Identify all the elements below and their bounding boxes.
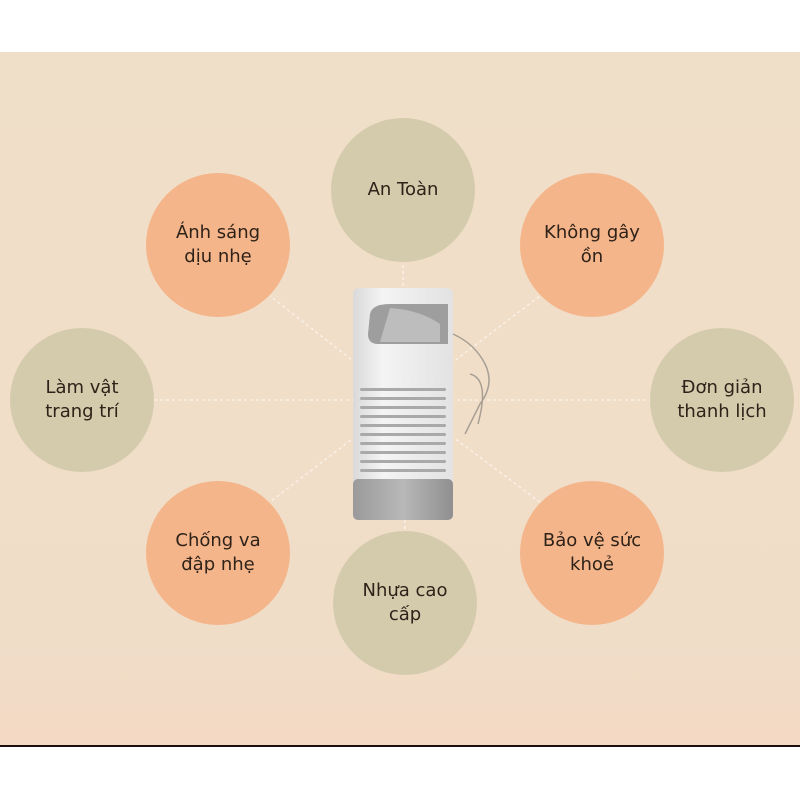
- feature-label: Làm vật: [45, 377, 119, 398]
- feature-lam-vat-trang-tri: Làm vật trang trí: [10, 328, 154, 472]
- feature-label: Đơn giản: [681, 377, 763, 398]
- feature-label: thanh lịch: [677, 401, 767, 422]
- feature-don-gian: Đơn giản thanh lịch: [650, 328, 794, 472]
- connector-line: [269, 399, 404, 503]
- feature-label: cấp: [388, 604, 422, 625]
- product-image: [353, 288, 490, 520]
- connector-line: [402, 295, 541, 401]
- connector-line: [269, 295, 404, 401]
- feature-an-toan: An Toàn: [331, 118, 475, 262]
- feature-nhua-cao-cap: Nhựa cao cấp: [333, 531, 477, 675]
- feature-chong-va: Chống va đập nhẹ: [146, 481, 290, 625]
- feature-label: Bảo vệ sức: [542, 530, 642, 551]
- feature-label: đập nhẹ: [181, 554, 255, 575]
- feature-anh-sang: Ánh sáng dịu nhẹ: [146, 173, 290, 317]
- feature-khong-gay-on: Không gây ồn: [520, 173, 664, 317]
- feature-label: Không gây: [544, 222, 640, 243]
- connector-line: [402, 399, 541, 503]
- bottom-divider: [0, 745, 800, 747]
- feature-label: Ánh sáng: [175, 222, 261, 243]
- feature-label: Chống va: [175, 530, 261, 551]
- feature-label: dịu nhẹ: [184, 246, 252, 267]
- feature-label: khoẻ: [570, 554, 614, 575]
- feature-label: ồn: [580, 246, 604, 267]
- feature-bao-ve: Bảo vệ sức khoẻ: [520, 481, 664, 625]
- feature-label: An Toàn: [367, 179, 439, 200]
- feature-label: Nhựa cao: [362, 580, 448, 601]
- feature-label: trang trí: [45, 401, 119, 422]
